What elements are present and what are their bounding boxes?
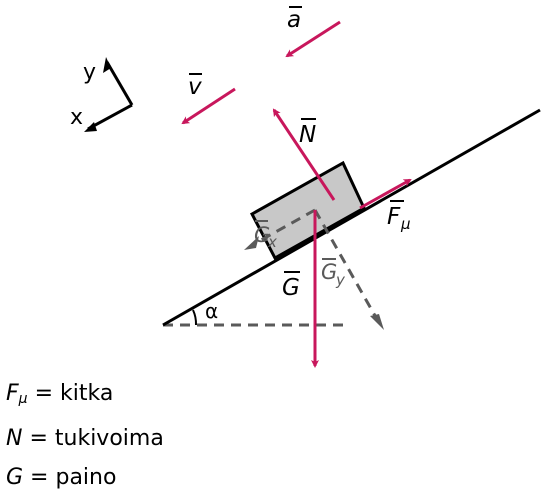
legend-text: = paino bbox=[23, 465, 117, 490]
sliding-block bbox=[249, 160, 366, 261]
axis-x-arrowhead bbox=[84, 122, 97, 132]
legend-symbol: N bbox=[6, 426, 23, 451]
axis-y-line bbox=[105, 61, 134, 106]
label-axis-x: x bbox=[70, 105, 83, 130]
legend-row-weight: G = paino bbox=[6, 458, 164, 497]
friction-force-vector bbox=[359, 178, 412, 210]
label-F-sub: μ bbox=[400, 215, 411, 233]
gx-arrowhead bbox=[244, 236, 259, 250]
label-G: G bbox=[282, 275, 300, 301]
label-F: F bbox=[387, 204, 401, 230]
gx-component-dashed bbox=[253, 208, 316, 246]
incline-line bbox=[162, 108, 541, 327]
velocity-vector bbox=[181, 87, 236, 125]
gy-component-dashed bbox=[313, 209, 380, 322]
label-axis-y: y bbox=[83, 60, 96, 85]
gy-arrowhead bbox=[370, 314, 384, 330]
legend-symbol: F bbox=[6, 381, 19, 406]
legend-row-friction: Fμ = kitka bbox=[6, 374, 164, 419]
legend-symbol: G bbox=[6, 465, 24, 490]
legend-subscript: μ bbox=[18, 391, 28, 407]
label-v: v bbox=[188, 74, 202, 100]
legend-text: = tukivoima bbox=[22, 426, 164, 451]
angle-arc bbox=[192, 309, 198, 326]
label-Gy-sub: y bbox=[335, 271, 346, 289]
label-Gy: G bbox=[321, 260, 337, 284]
axis-x-line bbox=[87, 103, 133, 131]
normal-force-vector bbox=[272, 108, 336, 201]
axis-y-arrowhead bbox=[103, 57, 111, 73]
label-Gx-sub: x bbox=[267, 233, 277, 251]
legend-text: = kitka bbox=[27, 381, 114, 406]
label-N: N bbox=[299, 122, 316, 148]
label-alpha: α bbox=[205, 299, 218, 323]
label-Gx: G bbox=[254, 223, 270, 247]
label-a: a bbox=[287, 7, 301, 33]
acceleration-vector bbox=[285, 20, 341, 58]
legend: Fμ = kitka N = tukivoima G = paino bbox=[6, 374, 164, 497]
legend-row-normal: N = tukivoima bbox=[6, 419, 164, 458]
